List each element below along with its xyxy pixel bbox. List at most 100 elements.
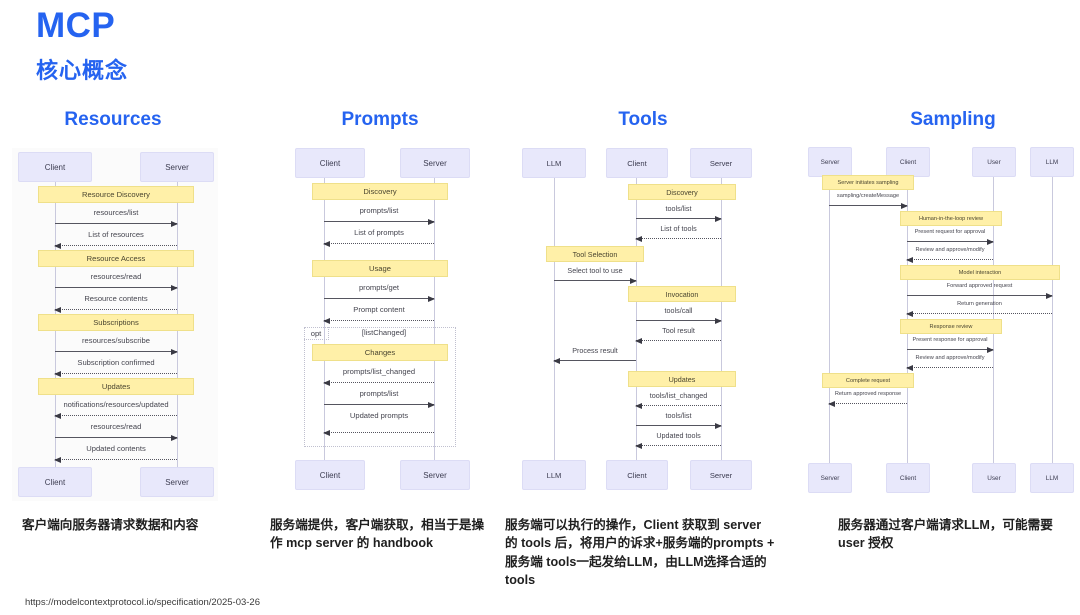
- arrow-right: [636, 317, 722, 324]
- lifeline-server: [434, 178, 435, 463]
- actor-label: Client: [319, 470, 341, 480]
- source-url: https://modelcontextprotocol.io/specific…: [25, 597, 260, 608]
- actor-llm-top: LLM: [1030, 147, 1074, 177]
- message-label: resources/list: [93, 208, 139, 217]
- sequence-diagram-tools: LLM Client Server Discovery tools/list L…: [518, 144, 768, 494]
- section-heading-tools: Tools: [618, 109, 668, 130]
- actor-server-top: Server: [400, 148, 470, 178]
- note-complete-request: Complete request: [822, 373, 914, 388]
- message-label: prompts/list: [359, 389, 399, 398]
- arrow-left: [828, 400, 907, 407]
- note-discovery: Discovery: [312, 183, 448, 200]
- note-label: Changes: [364, 348, 396, 357]
- actor-label: User: [987, 474, 1001, 482]
- lifeline-llm: [554, 178, 555, 463]
- note-subscriptions: Subscriptions: [38, 314, 194, 331]
- fragment-opt: [304, 327, 456, 447]
- arrow-right: [55, 220, 178, 227]
- message-label: tools/call: [664, 306, 693, 315]
- actor-label: LLM: [1045, 474, 1059, 482]
- actor-label: Client: [627, 470, 647, 480]
- note-updates: Updates: [628, 371, 736, 387]
- arrow-right: [907, 346, 994, 353]
- message-label: Resource contents: [84, 294, 148, 303]
- note-label: Human-in-the-loop review: [918, 215, 984, 222]
- arrow-left: [323, 379, 434, 386]
- caption-tools: 服务端可以执行的操作，Client 获取到 server 的 tools 后，将…: [505, 518, 775, 587]
- actor-client-bottom: Client: [606, 460, 668, 490]
- actor-llm-bottom: LLM: [1030, 463, 1074, 493]
- actor-server-bottom: Server: [808, 463, 852, 493]
- note-label: Response review: [929, 323, 973, 330]
- actor-user-bottom: User: [972, 463, 1016, 493]
- note-label: Usage: [369, 264, 391, 273]
- arrow-left: [54, 370, 177, 377]
- message-label: Present request for approval: [914, 229, 986, 235]
- arrow-right: [324, 401, 435, 408]
- caption-resources: 客户端向服务器请求数据和内容: [22, 518, 199, 532]
- fragment-condition: [listChanged]: [361, 328, 407, 337]
- message-label: Updated prompts: [349, 411, 409, 420]
- actor-server-bottom: Server: [400, 460, 470, 490]
- message-label: Forward approved request: [946, 283, 1013, 289]
- arrow-right: [55, 284, 178, 291]
- actor-label: Client: [899, 158, 917, 166]
- sequence-diagram-prompts: Client Server Discovery prompts/list Lis…: [295, 144, 485, 494]
- arrow-left: [635, 235, 721, 242]
- note-label: Tool Selection: [572, 249, 618, 259]
- actor-llm-top: LLM: [522, 148, 586, 178]
- note-label: Model interaction: [958, 269, 1002, 276]
- note-label: Updates: [668, 374, 696, 384]
- actor-label: LLM: [1045, 158, 1059, 166]
- actor-user-top: User: [972, 147, 1016, 177]
- message-label: Updated tools: [656, 431, 701, 440]
- actor-server-top: Server: [140, 152, 214, 182]
- note-updates: Updates: [38, 378, 194, 395]
- caption-prompts: 服务端提供，客户端获取，相当于是操作 mcp server 的 handbook: [270, 518, 485, 551]
- arrow-left: [323, 429, 434, 436]
- lifeline-llm: [1052, 177, 1053, 465]
- message-label: sampling/createMessage: [836, 193, 900, 199]
- arrow-left: [635, 442, 721, 449]
- actor-label: LLM: [546, 158, 562, 168]
- note-resource-access: Resource Access: [38, 250, 194, 267]
- actor-label: User: [987, 158, 1001, 166]
- message-label: prompts/list: [359, 206, 399, 215]
- message-label: Tool result: [662, 326, 695, 335]
- actor-label: Server: [423, 158, 447, 168]
- arrow-right: [829, 202, 908, 209]
- note-resource-discovery: Resource Discovery: [38, 186, 194, 203]
- actor-client-top: Client: [886, 147, 930, 177]
- note-response-review: Response review: [900, 319, 1002, 334]
- message-label: prompts/list_changed: [342, 367, 416, 376]
- section-heading-prompts: Prompts: [341, 109, 419, 130]
- actor-server-bottom: Server: [140, 467, 214, 497]
- arrow-left: [54, 456, 177, 463]
- message-label: Updated contents: [86, 444, 146, 453]
- note-label: Complete request: [845, 377, 891, 384]
- arrow-right: [554, 277, 637, 284]
- arrow-left: [54, 306, 177, 313]
- arrow-left: [906, 364, 993, 371]
- actor-label: Server: [820, 158, 840, 166]
- actor-label: Client: [44, 477, 66, 487]
- arrow-left: [906, 310, 1052, 317]
- message-label: Subscription confirmed: [77, 358, 155, 367]
- fragment-tag: opt: [304, 327, 329, 340]
- arrow-right: [324, 218, 435, 225]
- message-label: resources/subscribe: [82, 336, 150, 345]
- note-human-in-the-loop-review: Human-in-the-loop review: [900, 211, 1002, 226]
- note-label: Discovery: [363, 187, 397, 196]
- note-changes: Changes: [312, 344, 448, 361]
- message-label: Present response for approval: [912, 337, 988, 343]
- note-label: Server initiates sampling: [837, 179, 899, 186]
- arrow-left: [635, 337, 721, 344]
- note-invocation: Invocation: [628, 286, 736, 302]
- arrow-left: [54, 242, 177, 249]
- page-title: MCP: [36, 6, 116, 45]
- arrow-right: [636, 422, 722, 429]
- arrow-left: [323, 317, 434, 324]
- note-server-initiates-sampling: Server initiates sampling: [822, 175, 914, 190]
- message-label: Return generation: [957, 301, 1002, 307]
